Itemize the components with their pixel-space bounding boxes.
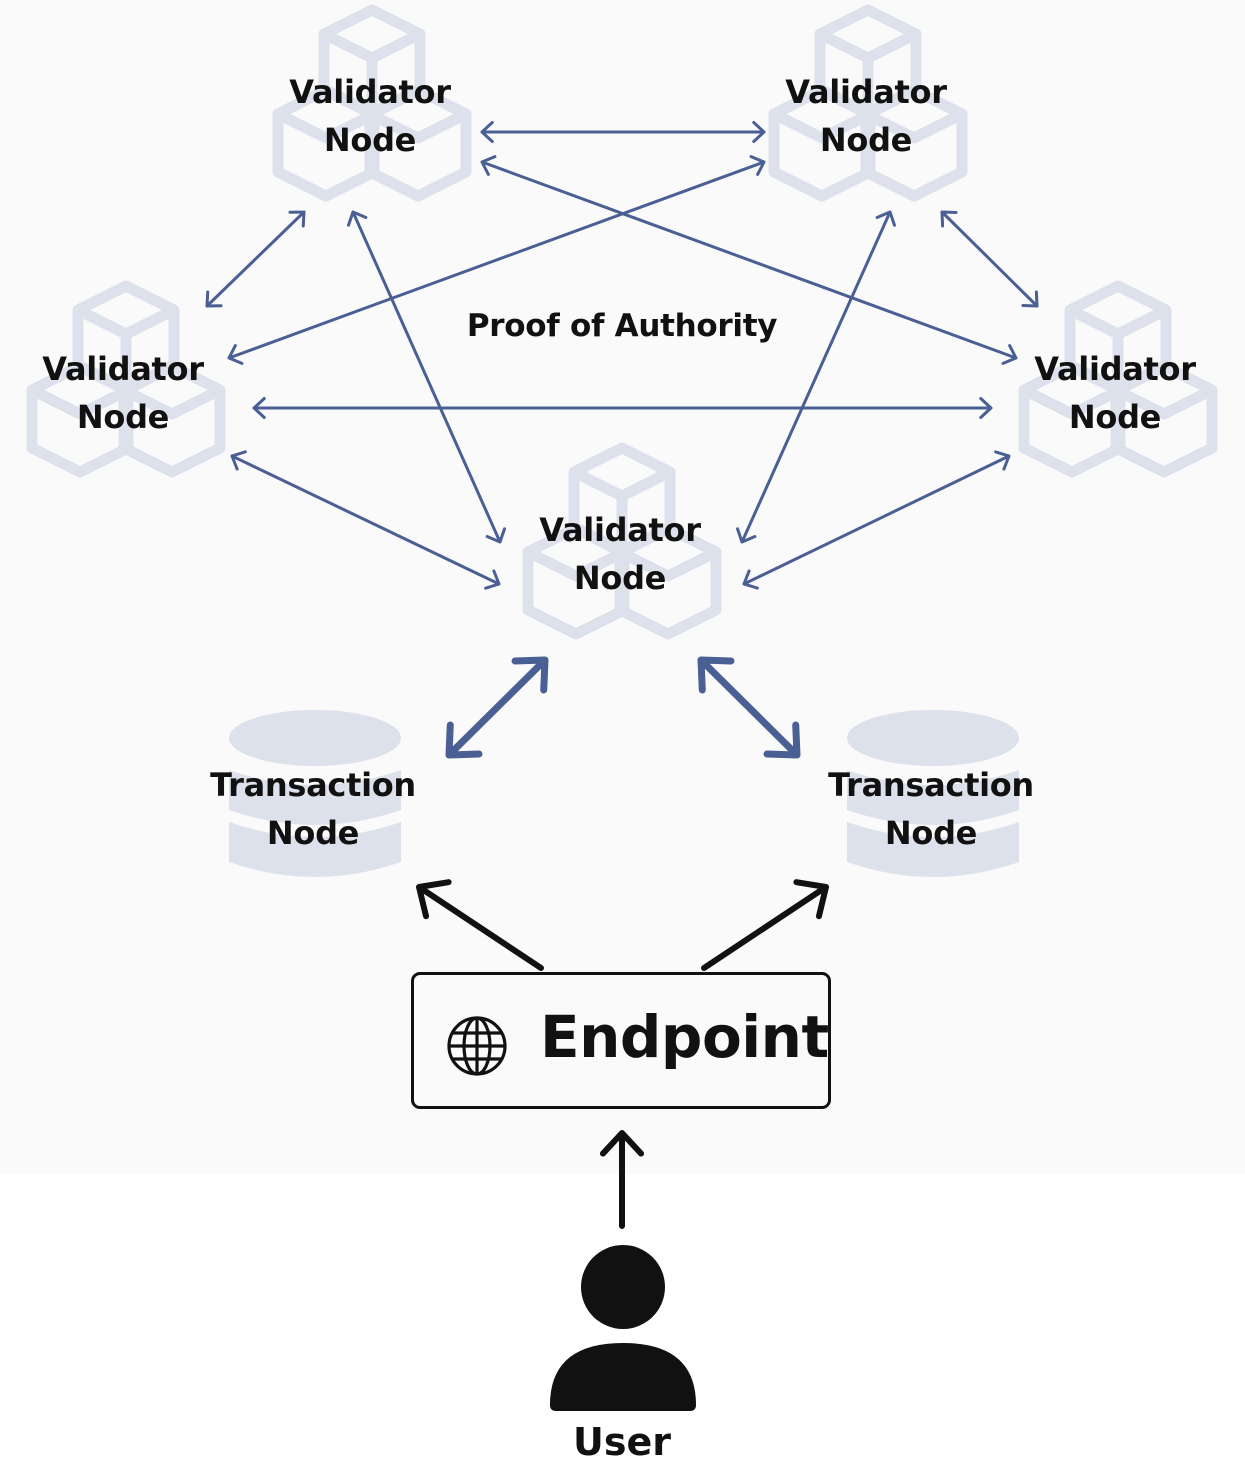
transaction-label-line1: Transaction — [828, 766, 1034, 804]
endpoint-label: Endpoint — [540, 1003, 829, 1071]
user-label: User — [573, 1420, 671, 1464]
validator-connection-arrow — [940, 210, 1039, 308]
validator-connection-arrow — [227, 155, 766, 365]
validator-node-mid-left[interactable]: Validator Node — [42, 345, 204, 441]
validator-node-center[interactable]: Validator Node — [539, 506, 701, 602]
validator-label-line2: Node — [573, 559, 667, 597]
transaction-node-left[interactable]: Transaction Node — [210, 761, 416, 857]
user-icon — [550, 1245, 696, 1411]
validator-label-line2: Node — [1068, 398, 1162, 436]
validator-node-top-left[interactable]: Validator Node — [289, 68, 451, 164]
validator-connection-arrow — [205, 210, 306, 308]
transaction-label-line2: Node — [884, 814, 978, 852]
validator-label-line1: Validator — [1034, 350, 1196, 388]
validator-label-line1: Validator — [42, 350, 204, 388]
transaction-label-line1: Transaction — [210, 766, 416, 804]
validator-connection-arrow — [480, 120, 766, 144]
transaction-label-line2: Node — [266, 814, 360, 852]
validator-connection-arrow — [346, 210, 507, 544]
transaction-connection-arrow — [697, 656, 801, 759]
transaction-connection-arrow — [445, 656, 549, 759]
user-to-endpoint-arrow — [599, 1130, 645, 1229]
validator-node-mid-right[interactable]: Validator Node — [1034, 345, 1196, 441]
validator-label-line2: Node — [323, 121, 417, 159]
validator-label-line1: Validator — [289, 73, 451, 111]
validator-connection-arrow — [230, 450, 501, 590]
validator-label-line2: Node — [819, 121, 913, 159]
validator-connection-arrow — [742, 450, 1011, 590]
endpoint-box[interactable]: Endpoint — [411, 972, 831, 1109]
globe-icon — [447, 1016, 507, 1076]
consensus-title: Proof of Authority — [466, 308, 778, 344]
validator-node-top-right[interactable]: Validator Node — [785, 68, 947, 164]
transaction-node-right[interactable]: Transaction Node — [828, 761, 1034, 857]
endpoint-to-transaction-arrow — [701, 879, 829, 971]
endpoint-to-transaction-arrow — [416, 879, 544, 971]
validator-label-line2: Node — [76, 398, 170, 436]
validator-connection-arrow — [736, 210, 896, 544]
validator-connection-arrow — [480, 155, 1018, 365]
validator-label-line1: Validator — [785, 73, 947, 111]
validator-connection-arrow — [252, 396, 993, 420]
validator-label-line1: Validator — [539, 511, 701, 549]
